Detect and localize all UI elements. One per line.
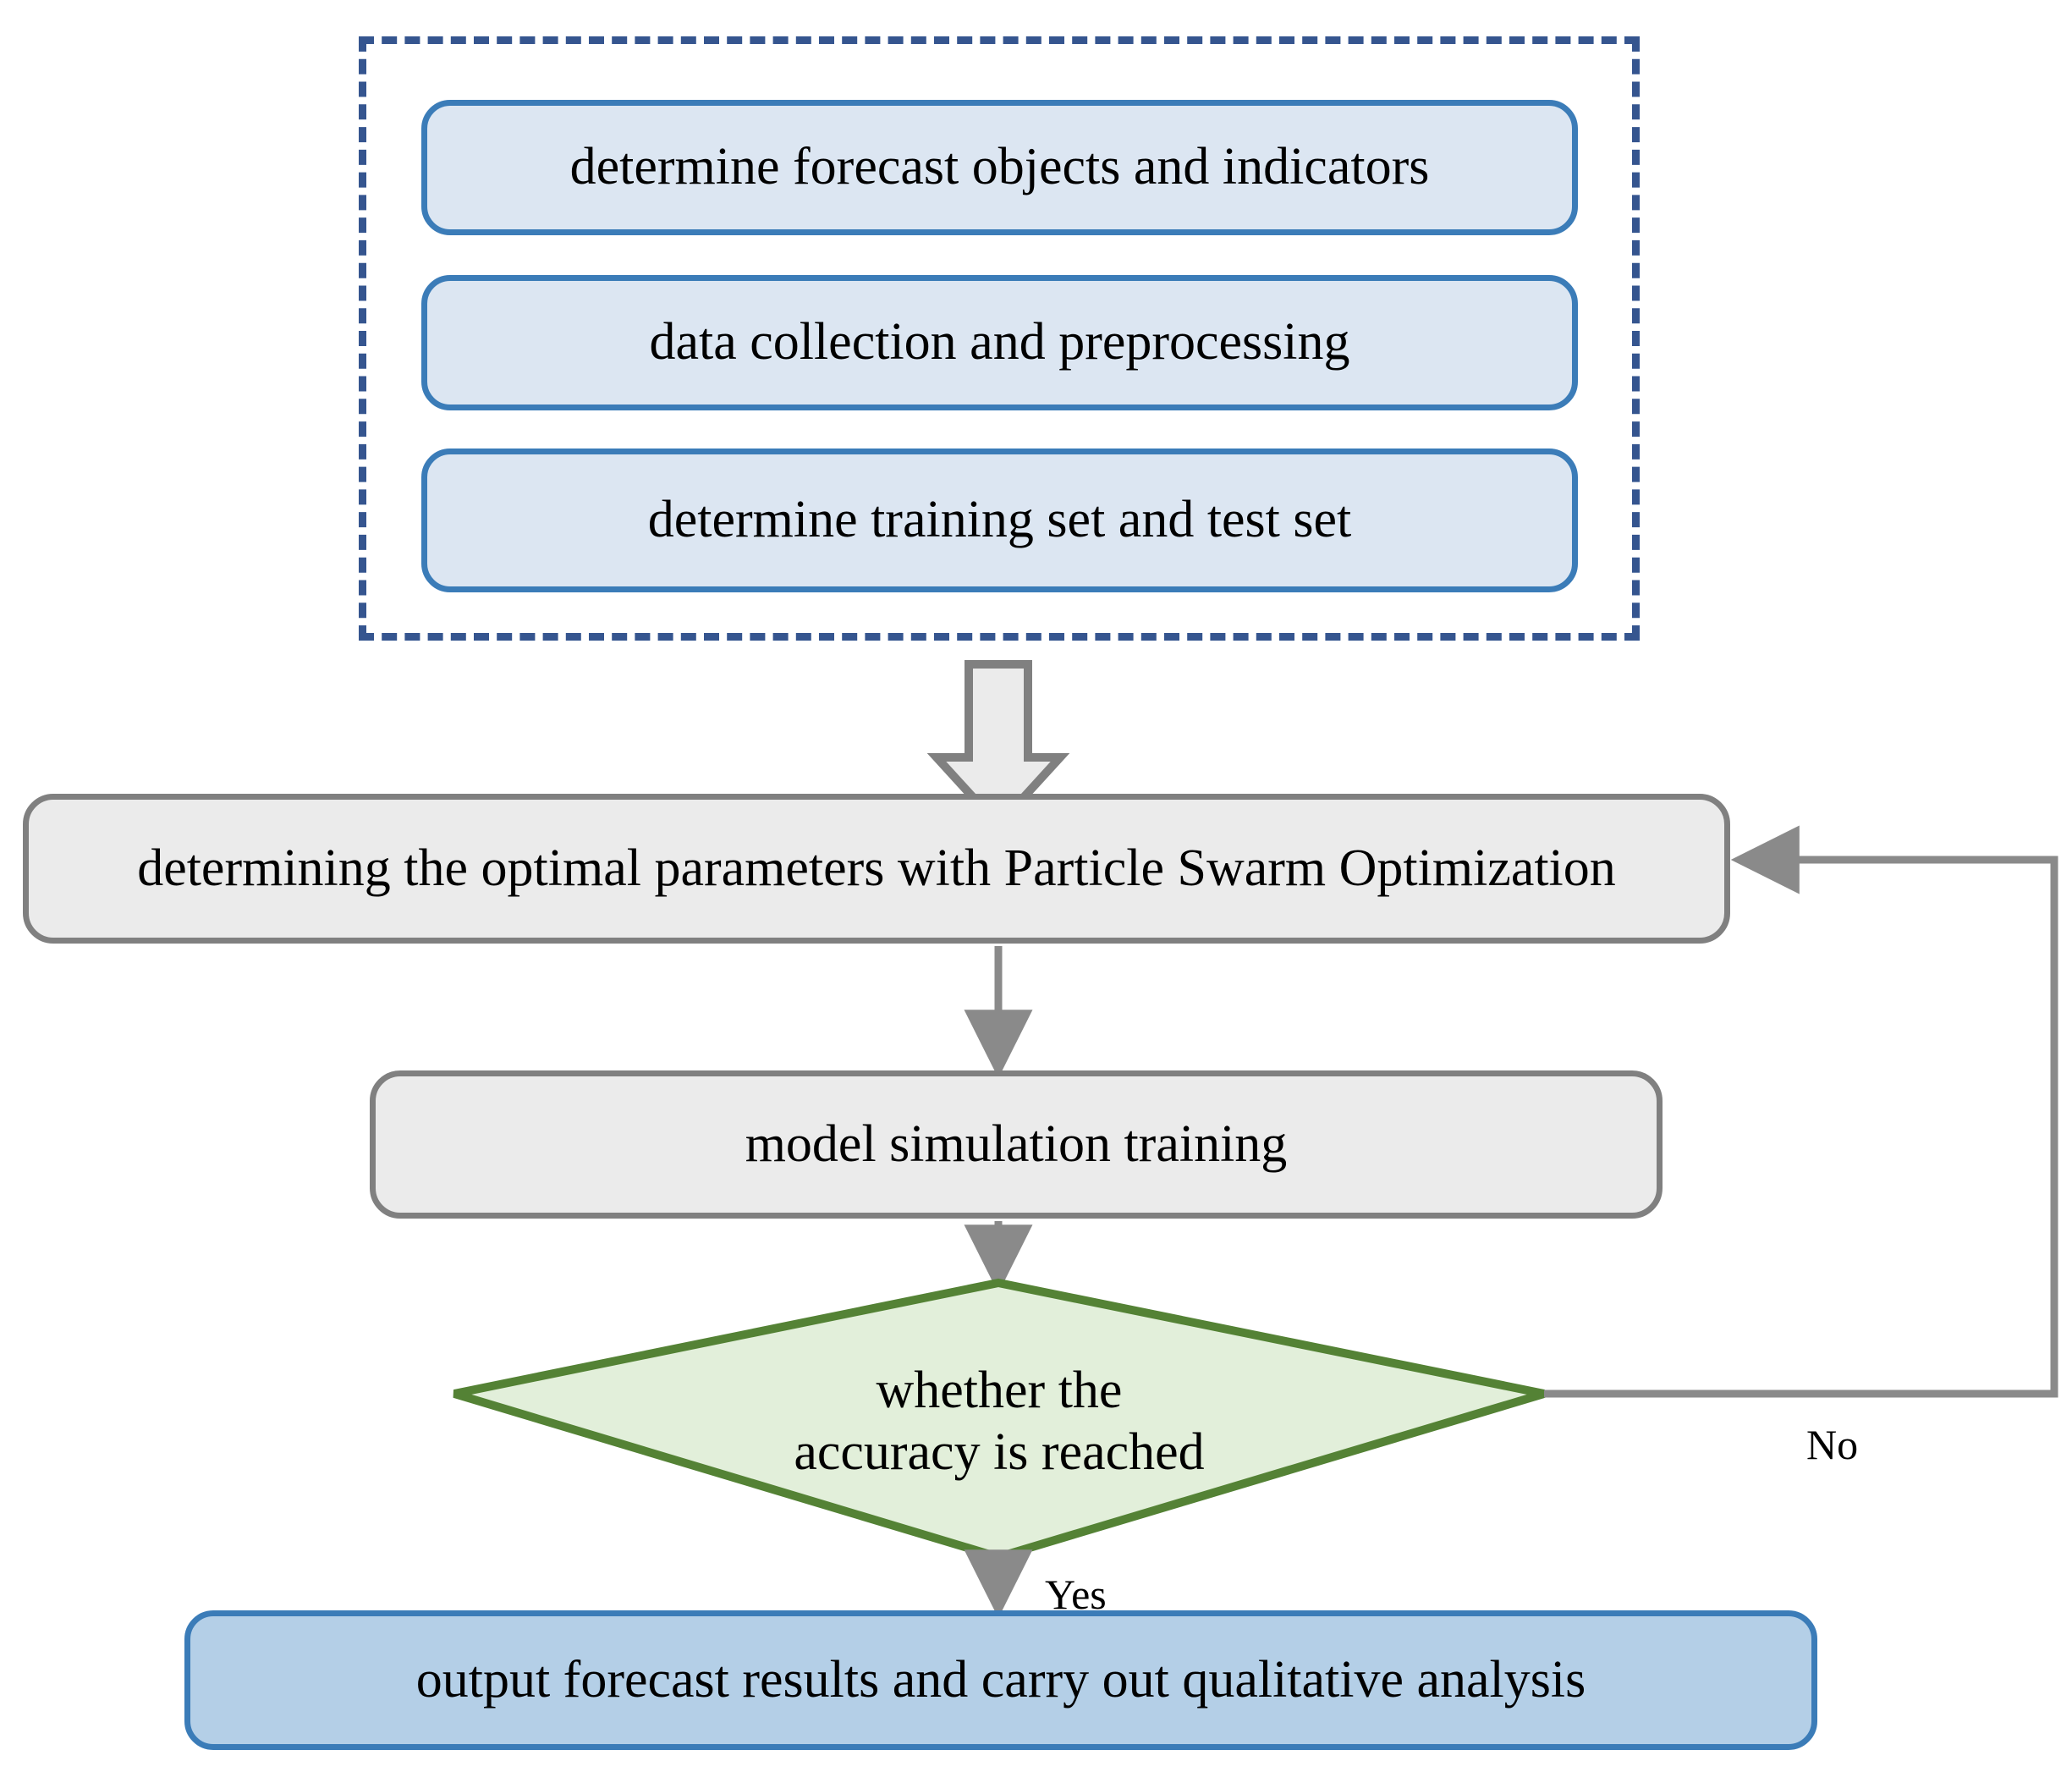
step-label: determining the optimal parameters with … (137, 839, 1616, 897)
step-output-forecast-results[interactable]: output forecast results and carry out qu… (184, 1610, 1817, 1750)
decision-label-text: whether the accuracy is reached (794, 1361, 1205, 1481)
step-label: data collection and preprocessing (649, 313, 1350, 371)
data-preparation-group (359, 36, 1640, 641)
step-pso-optimal-parameters[interactable]: determining the optimal parameters with … (23, 794, 1730, 944)
step-label: model simulation training (745, 1114, 1288, 1173)
step-data-collection-preprocessing[interactable]: data collection and preprocessing (421, 275, 1578, 410)
step-determine-training-test-set[interactable]: determine training set and test set (421, 449, 1578, 592)
step-determine-forecast-objects[interactable]: determine forecast objects and indicator… (421, 100, 1578, 235)
decision-accuracy-reached[interactable]: whether the accuracy is reached (454, 1286, 1544, 1557)
step-label: output forecast results and carry out qu… (415, 1650, 1586, 1709)
edge-label-no: No (1806, 1421, 1859, 1468)
step-label: determine forecast objects and indicator… (569, 138, 1430, 196)
step-label: determine training set and test set (647, 491, 1352, 549)
step-model-simulation-training[interactable]: model simulation training (370, 1070, 1663, 1219)
edge-label-yes: Yes (1045, 1571, 1107, 1618)
